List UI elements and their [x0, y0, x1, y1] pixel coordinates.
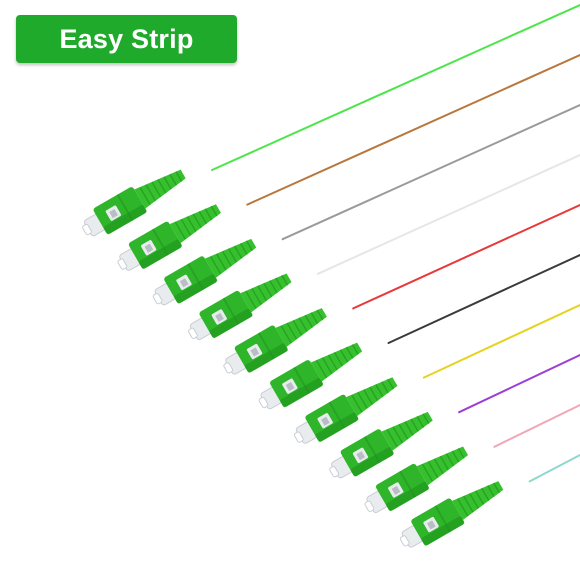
sc-connector	[223, 308, 327, 375]
sc-connector	[364, 446, 469, 513]
sc-connector	[399, 481, 504, 548]
easy-strip-badge: Easy Strip	[16, 15, 237, 63]
fiber-line	[493, 404, 580, 448]
fiber-line	[352, 204, 580, 310]
fiber-line	[422, 304, 580, 379]
sc-connector	[152, 238, 257, 306]
sc-connector	[293, 377, 398, 444]
badge-label: Easy Strip	[59, 23, 194, 54]
sc-connector	[258, 342, 363, 410]
sc-connector	[82, 169, 186, 237]
sc-connector	[117, 204, 221, 271]
fiber-line	[528, 454, 580, 483]
fiber-line	[211, 4, 580, 171]
sc-connector	[329, 411, 433, 479]
fiber-line	[246, 54, 580, 206]
fiber-line	[281, 104, 580, 241]
fiber-line	[387, 254, 580, 344]
fiber-line	[316, 154, 580, 275]
fiber-line	[458, 354, 580, 414]
sc-connector	[188, 273, 292, 340]
fiber-layer	[211, 4, 580, 483]
